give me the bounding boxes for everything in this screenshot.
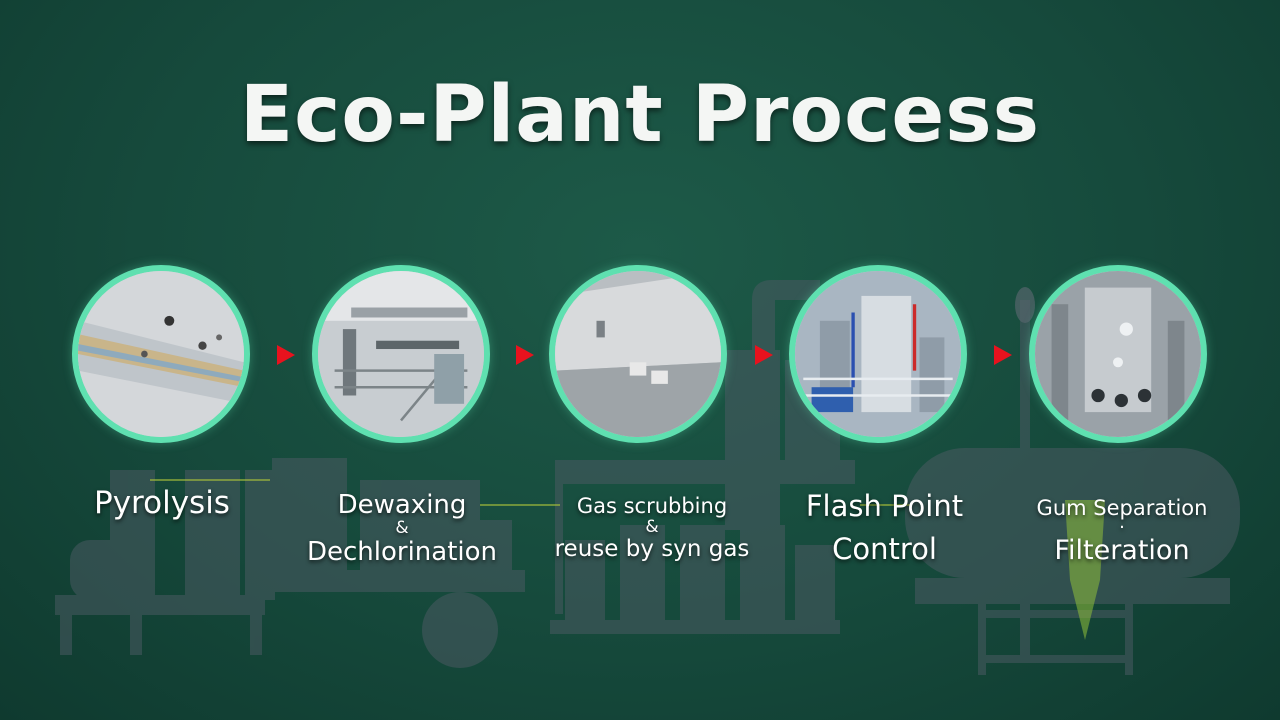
step-5-line-1: Gum Separation bbox=[1036, 496, 1208, 520]
step-1-image-circle bbox=[72, 265, 250, 443]
step-4-line-2: Control bbox=[832, 532, 937, 566]
step-3-line-3: reuse by syn gas bbox=[554, 536, 750, 562]
step-1-line-1: Pyrolysis bbox=[94, 485, 230, 521]
step-4-label: Flash Point Control bbox=[782, 492, 987, 564]
step-4-image-circle bbox=[789, 265, 967, 443]
dewaxing-image bbox=[318, 271, 484, 437]
flash-point-image bbox=[795, 271, 961, 437]
arrow-icon bbox=[994, 345, 1012, 365]
step-5-label: Gum Separation · Filteration bbox=[1012, 496, 1232, 566]
step-1-label: Pyrolysis bbox=[62, 488, 262, 519]
step-5-line-3: Filteration bbox=[1054, 535, 1190, 566]
gas-scrubbing-image bbox=[555, 271, 721, 437]
arrow-icon bbox=[516, 345, 534, 365]
page-title: Eco-Plant Process bbox=[239, 70, 1041, 160]
step-2-image-circle bbox=[312, 265, 490, 443]
step-2-line-3: Dechlorination bbox=[306, 537, 498, 567]
step-3-image-circle bbox=[549, 265, 727, 443]
step-2-line-2: & bbox=[395, 518, 409, 538]
step-3-line-2: & bbox=[645, 517, 659, 537]
pyrolysis-image bbox=[78, 271, 244, 437]
step-3-label: Gas scrubbing & reuse by syn gas bbox=[527, 496, 777, 561]
step-2-line-1: Dewaxing bbox=[337, 490, 467, 520]
arrow-icon bbox=[277, 345, 295, 365]
step-4-line-1: Flash Point bbox=[805, 489, 964, 523]
step-3-line-1: Gas scrubbing bbox=[576, 494, 728, 518]
step-2-label: Dewaxing & Dechlorination bbox=[282, 492, 522, 565]
step-5-line-2: · bbox=[1119, 517, 1125, 538]
arrow-icon bbox=[755, 345, 773, 365]
step-5-image-circle bbox=[1029, 265, 1207, 443]
gum-separation-image bbox=[1035, 271, 1201, 437]
